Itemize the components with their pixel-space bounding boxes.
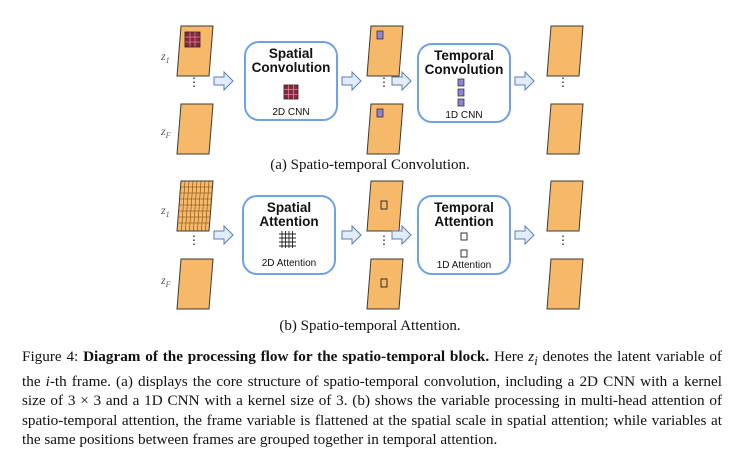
mid-frame-top bbox=[366, 25, 404, 77]
temporal-attention-title-2: Attention bbox=[434, 214, 493, 229]
spatial-grid bbox=[178, 180, 213, 232]
spatial-convolution-title-2: Convolution bbox=[252, 60, 331, 75]
vertical-ellipsis: ⋮ bbox=[378, 75, 390, 89]
output-frame-bottom bbox=[546, 103, 584, 155]
output-frame-bottom bbox=[546, 258, 584, 310]
spatial-attention-sublabel: 2D Attention bbox=[262, 258, 316, 269]
spatial-attention-title-2: Attention bbox=[259, 214, 318, 229]
zF-label: zF bbox=[160, 273, 171, 289]
z1-label: z1 bbox=[160, 203, 170, 219]
arrow-right-icon bbox=[341, 224, 362, 246]
caption-i-var: i bbox=[45, 372, 50, 390]
z1-label: z1 bbox=[160, 49, 170, 65]
arrow-right-icon bbox=[341, 70, 362, 92]
caption-text: denotes the latent variable of the bbox=[22, 348, 722, 390]
output-frame-top bbox=[546, 180, 584, 232]
arrow-right-icon bbox=[514, 224, 535, 246]
vertical-ellipsis: ⋮ bbox=[188, 75, 200, 89]
caption-text: and a 1D CNN with a kernel size of 3. (b… bbox=[22, 392, 723, 449]
spatial-convolution-title-1: Spatial bbox=[269, 46, 313, 61]
input-frame-zF bbox=[176, 103, 214, 155]
figure-caption: Figure 4: Diagram of the processing flow… bbox=[22, 347, 722, 450]
spatial-convolution-box bbox=[244, 41, 338, 121]
arrow-right-icon bbox=[391, 70, 412, 92]
figure-diagram: z1 zF ⋮ Spatial Convolution 2D CNN ⋮ bbox=[160, 25, 584, 310]
temporal-convolution-sublabel: 1D CNN bbox=[445, 110, 482, 121]
cnn-kernel-on-frame bbox=[184, 31, 201, 48]
caption-z-var: z bbox=[528, 348, 535, 365]
arrow-right-icon bbox=[213, 224, 234, 246]
vertical-ellipsis: ⋮ bbox=[378, 233, 390, 247]
mid-frame-bottom bbox=[366, 103, 404, 155]
caption-bold: Diagram of the processing flow for the s… bbox=[83, 348, 490, 365]
vertical-ellipsis: ⋮ bbox=[557, 233, 569, 247]
caption-text: -th frame. (a) displays the core structu… bbox=[22, 372, 722, 410]
subcaption-b: (b) Spatio-temporal Attention. bbox=[279, 318, 461, 334]
vertical-ellipsis: ⋮ bbox=[188, 233, 200, 247]
arrow-right-icon bbox=[213, 70, 234, 92]
temporal-attention-sublabel: 1D Attention bbox=[437, 260, 491, 271]
temporal-convolution-title-2: Convolution bbox=[425, 62, 504, 77]
temporal-convolution-title-1: Temporal bbox=[434, 48, 494, 63]
temporal-attention-title-1: Temporal bbox=[434, 200, 494, 215]
vertical-ellipsis: ⋮ bbox=[557, 75, 569, 89]
cnn-1d-kernel-icon bbox=[457, 78, 465, 107]
arrow-right-icon bbox=[514, 70, 535, 92]
zF-label: zF bbox=[160, 124, 171, 140]
attention-2d-grid-icon bbox=[279, 231, 296, 248]
cnn-2d-kernel-icon bbox=[283, 84, 299, 100]
spatial-convolution-sublabel: 2D CNN bbox=[272, 107, 309, 118]
caption-z-sub: i bbox=[534, 354, 538, 369]
attention-1d-icon bbox=[460, 232, 468, 258]
caption-text: Here bbox=[489, 348, 529, 365]
spatial-attention-title-1: Spatial bbox=[267, 200, 311, 215]
output-frame-top bbox=[546, 25, 584, 77]
caption-lead: Figure 4: bbox=[22, 348, 84, 365]
subcaption-a: (a) Spatio-temporal Convolution. bbox=[270, 157, 470, 173]
input-frame-zF bbox=[176, 258, 214, 310]
caption-kernel-size: 3 × 3 bbox=[67, 392, 102, 410]
arrow-right-icon bbox=[391, 224, 412, 246]
